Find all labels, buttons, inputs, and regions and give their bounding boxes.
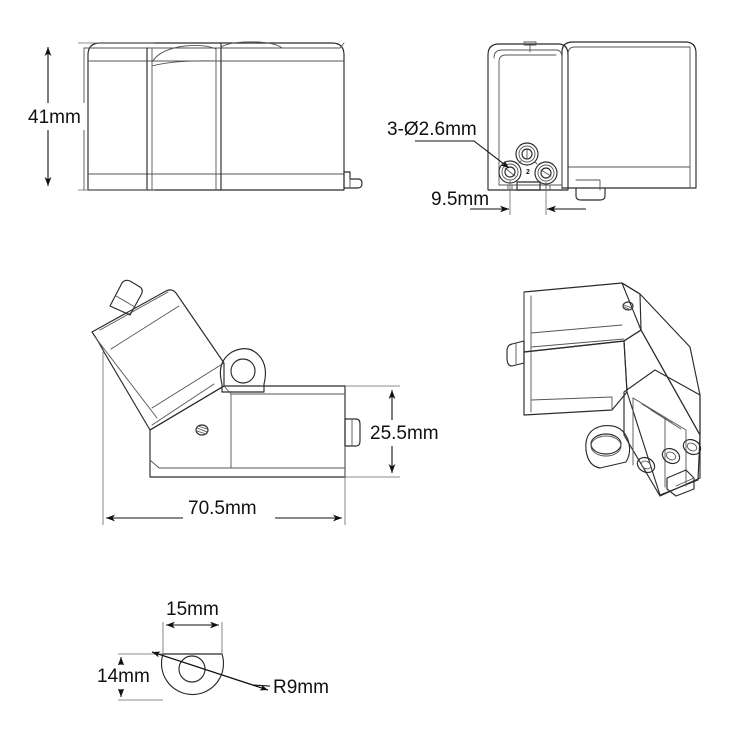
iso-mounting-ear [585,424,631,469]
dimension-70-5mm-label: 70.5mm [188,498,257,519]
isometric-view [506,282,702,497]
end-key-ribs [507,184,551,191]
iso-pin-bore-1 [665,451,677,461]
pin-left-bore [504,166,516,178]
side-screw-head [195,424,209,436]
dimension-9-5mm: 9.5mm [431,180,586,215]
side-arm-edge-d [151,383,215,426]
pin-dia-leader [415,140,510,169]
dimension-15mm: 15mm [162,598,224,654]
front-elevation-view: 41mm [24,41,363,191]
pin-contact-top [515,142,539,166]
side-screw-knurl [196,425,208,435]
d-section-view: 15mm 14mm R9mm [94,598,344,701]
pin-right-bore [540,167,552,179]
dim255-text-bg [366,420,462,446]
pin-contact-left [498,160,522,184]
section-d-profile [160,653,225,696]
end-face-inner [493,49,563,191]
front-contour-a [151,44,217,63]
iso-nose-block [623,369,701,497]
iso-upper-band1 [530,324,623,334]
iso-upper-band3 [530,396,613,401]
r9-leader-lower [151,651,269,691]
dimension-41mm: 41mm [24,42,155,191]
side-screw-detail [195,424,209,436]
dimension-pin-diameter: 3-Ø2.6mm [387,119,510,169]
pin-number-label: 2 [526,169,530,176]
dimension-9-5mm-label: 9.5mm [431,189,489,210]
dimension-25-5mm: 25.5mm [345,385,462,478]
end-top-nub [523,41,537,46]
side-ear-hole [230,358,256,384]
dim705-text-bg [183,495,275,521]
dimension-pin-diameter-label: 3-Ø2.6mm [387,119,477,140]
iso-nose-key-tab [666,469,695,497]
dimension-70-5mm: 70.5mm [102,352,346,525]
end-bottom-tab [575,187,606,201]
r9-text-bg [270,675,344,701]
iso-key-tab-line [675,477,695,487]
front-back-corner [339,42,345,49]
dimension-15mm-label: 15mm [166,599,219,620]
side-barrel-nose [344,418,361,447]
pin-right-slot [540,169,552,177]
side-arm-edge-c [94,336,158,419]
side-top-nub-line [115,295,136,308]
pin-top-mid [518,145,536,163]
dim14-text-bg [94,665,156,689]
dimension-r9mm-label: R9mm [273,677,329,698]
iso-screw-knurl [623,304,633,311]
iso-nose-inner-c [650,409,682,430]
dimension-r9mm: R9mm [151,651,344,701]
pin-contact-group: 2 [498,142,558,185]
iso-pin-hole-3 [636,456,656,474]
angled-side-view: 25.5mm 70.5mm [91,279,462,525]
end-face-view: 2 3-Ø2.6mm 9.5mm [387,41,697,215]
dimension-14mm-label: 14mm [97,666,150,687]
end-face-inner2 [498,54,557,63]
end-face-plate [487,43,569,191]
iso-pin-hole-2 [682,438,702,456]
iso-pin-hole-1 [661,447,681,465]
side-arm-edge-b [110,305,180,350]
iso-bend-side-face [623,329,701,496]
end-key-feature [516,181,541,191]
front-contour-c [151,60,217,67]
iso-pin-bore-3 [640,460,652,470]
front-contour-b [220,41,283,49]
iso-pin-bore-2 [686,442,698,452]
iso-side-clip [506,340,525,367]
side-top-nub [109,279,143,316]
iso-nose-inner-a [632,397,687,487]
side-mounting-ear [219,348,267,393]
end-bottom-ledge [575,179,601,191]
iso-upper-band2 [530,338,625,348]
side-arm-edge-a [99,291,169,331]
side-barrel-body [149,385,346,478]
dim41-text-bg [24,103,86,130]
iso-ear-hole-inner [590,435,622,457]
side-arm-edge-e [151,362,225,409]
pin-contact-right [534,161,558,185]
pin-right-mid [537,164,555,182]
iso-upper-front [523,340,628,416]
front-mounting-clip [343,171,363,189]
dim15-text-bg [162,598,224,622]
dimension-41mm-label: 41mm [28,107,81,128]
pin-webs [518,160,538,165]
dimension-25-5mm-label: 25.5mm [370,423,439,444]
iso-screw-boss [622,301,634,311]
dimension-14mm: 14mm [94,653,163,701]
pin-left-slot [504,167,516,177]
side-barrel-inner [149,385,232,469]
